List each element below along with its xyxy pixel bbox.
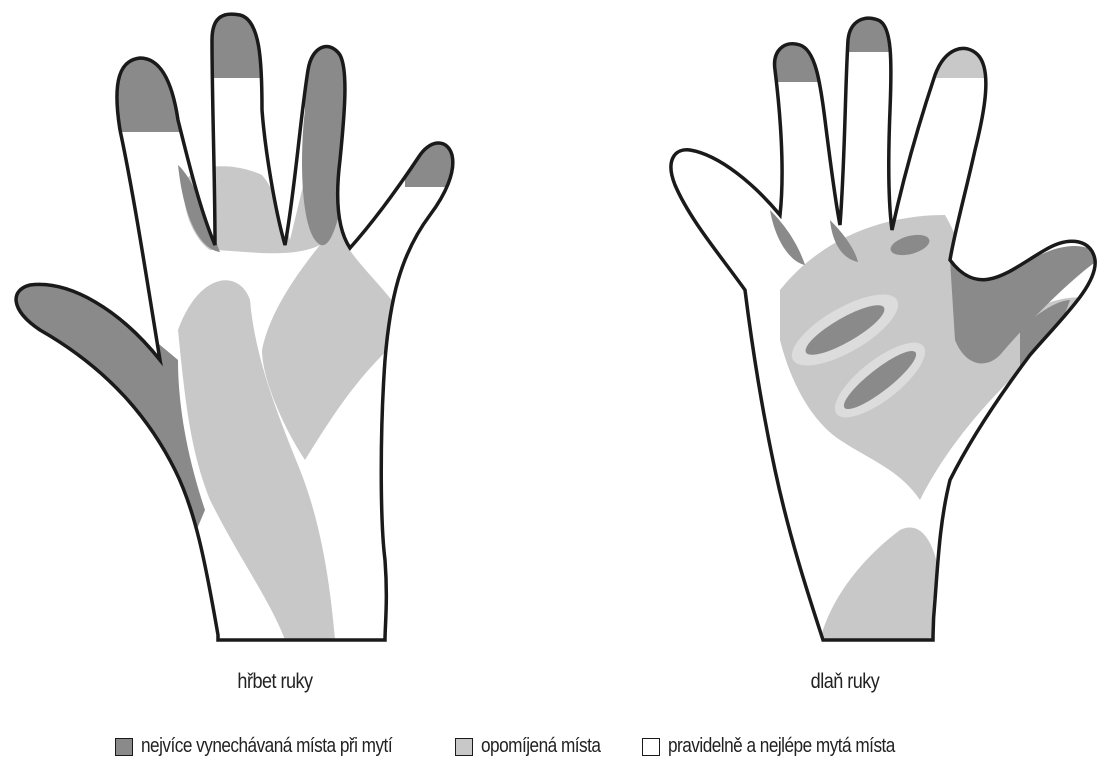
back-little-tip-dark [405,130,465,187]
legend-label-most-missed: nejvíce vynechávaná místa při mytí [141,735,392,758]
palm-hand-caption: dlaň ruky [781,670,910,694]
legend-label-neglected: opomíjená místa [481,735,600,758]
legend-swatch-washed [642,738,660,756]
palm-index-tip-dark [770,30,830,82]
back-hand-caption: hřbet ruky [206,670,344,694]
legend-swatch-neglected [455,738,473,756]
legend: nejvíce vynechávaná místa při mytí opomí… [115,735,954,758]
back-hand [0,0,465,640]
legend-item-most-missed: nejvíce vynechávaná místa při mytí [115,735,433,758]
legend-item-neglected: opomíjená místa [455,735,620,758]
legend-swatch-most-missed [115,738,133,756]
legend-item-washed: pravidelně a nejlépe mytá místa [642,735,932,758]
palm-hand [671,0,1098,640]
legend-label-washed: pravidelně a nejlépe mytá místa [668,735,895,758]
